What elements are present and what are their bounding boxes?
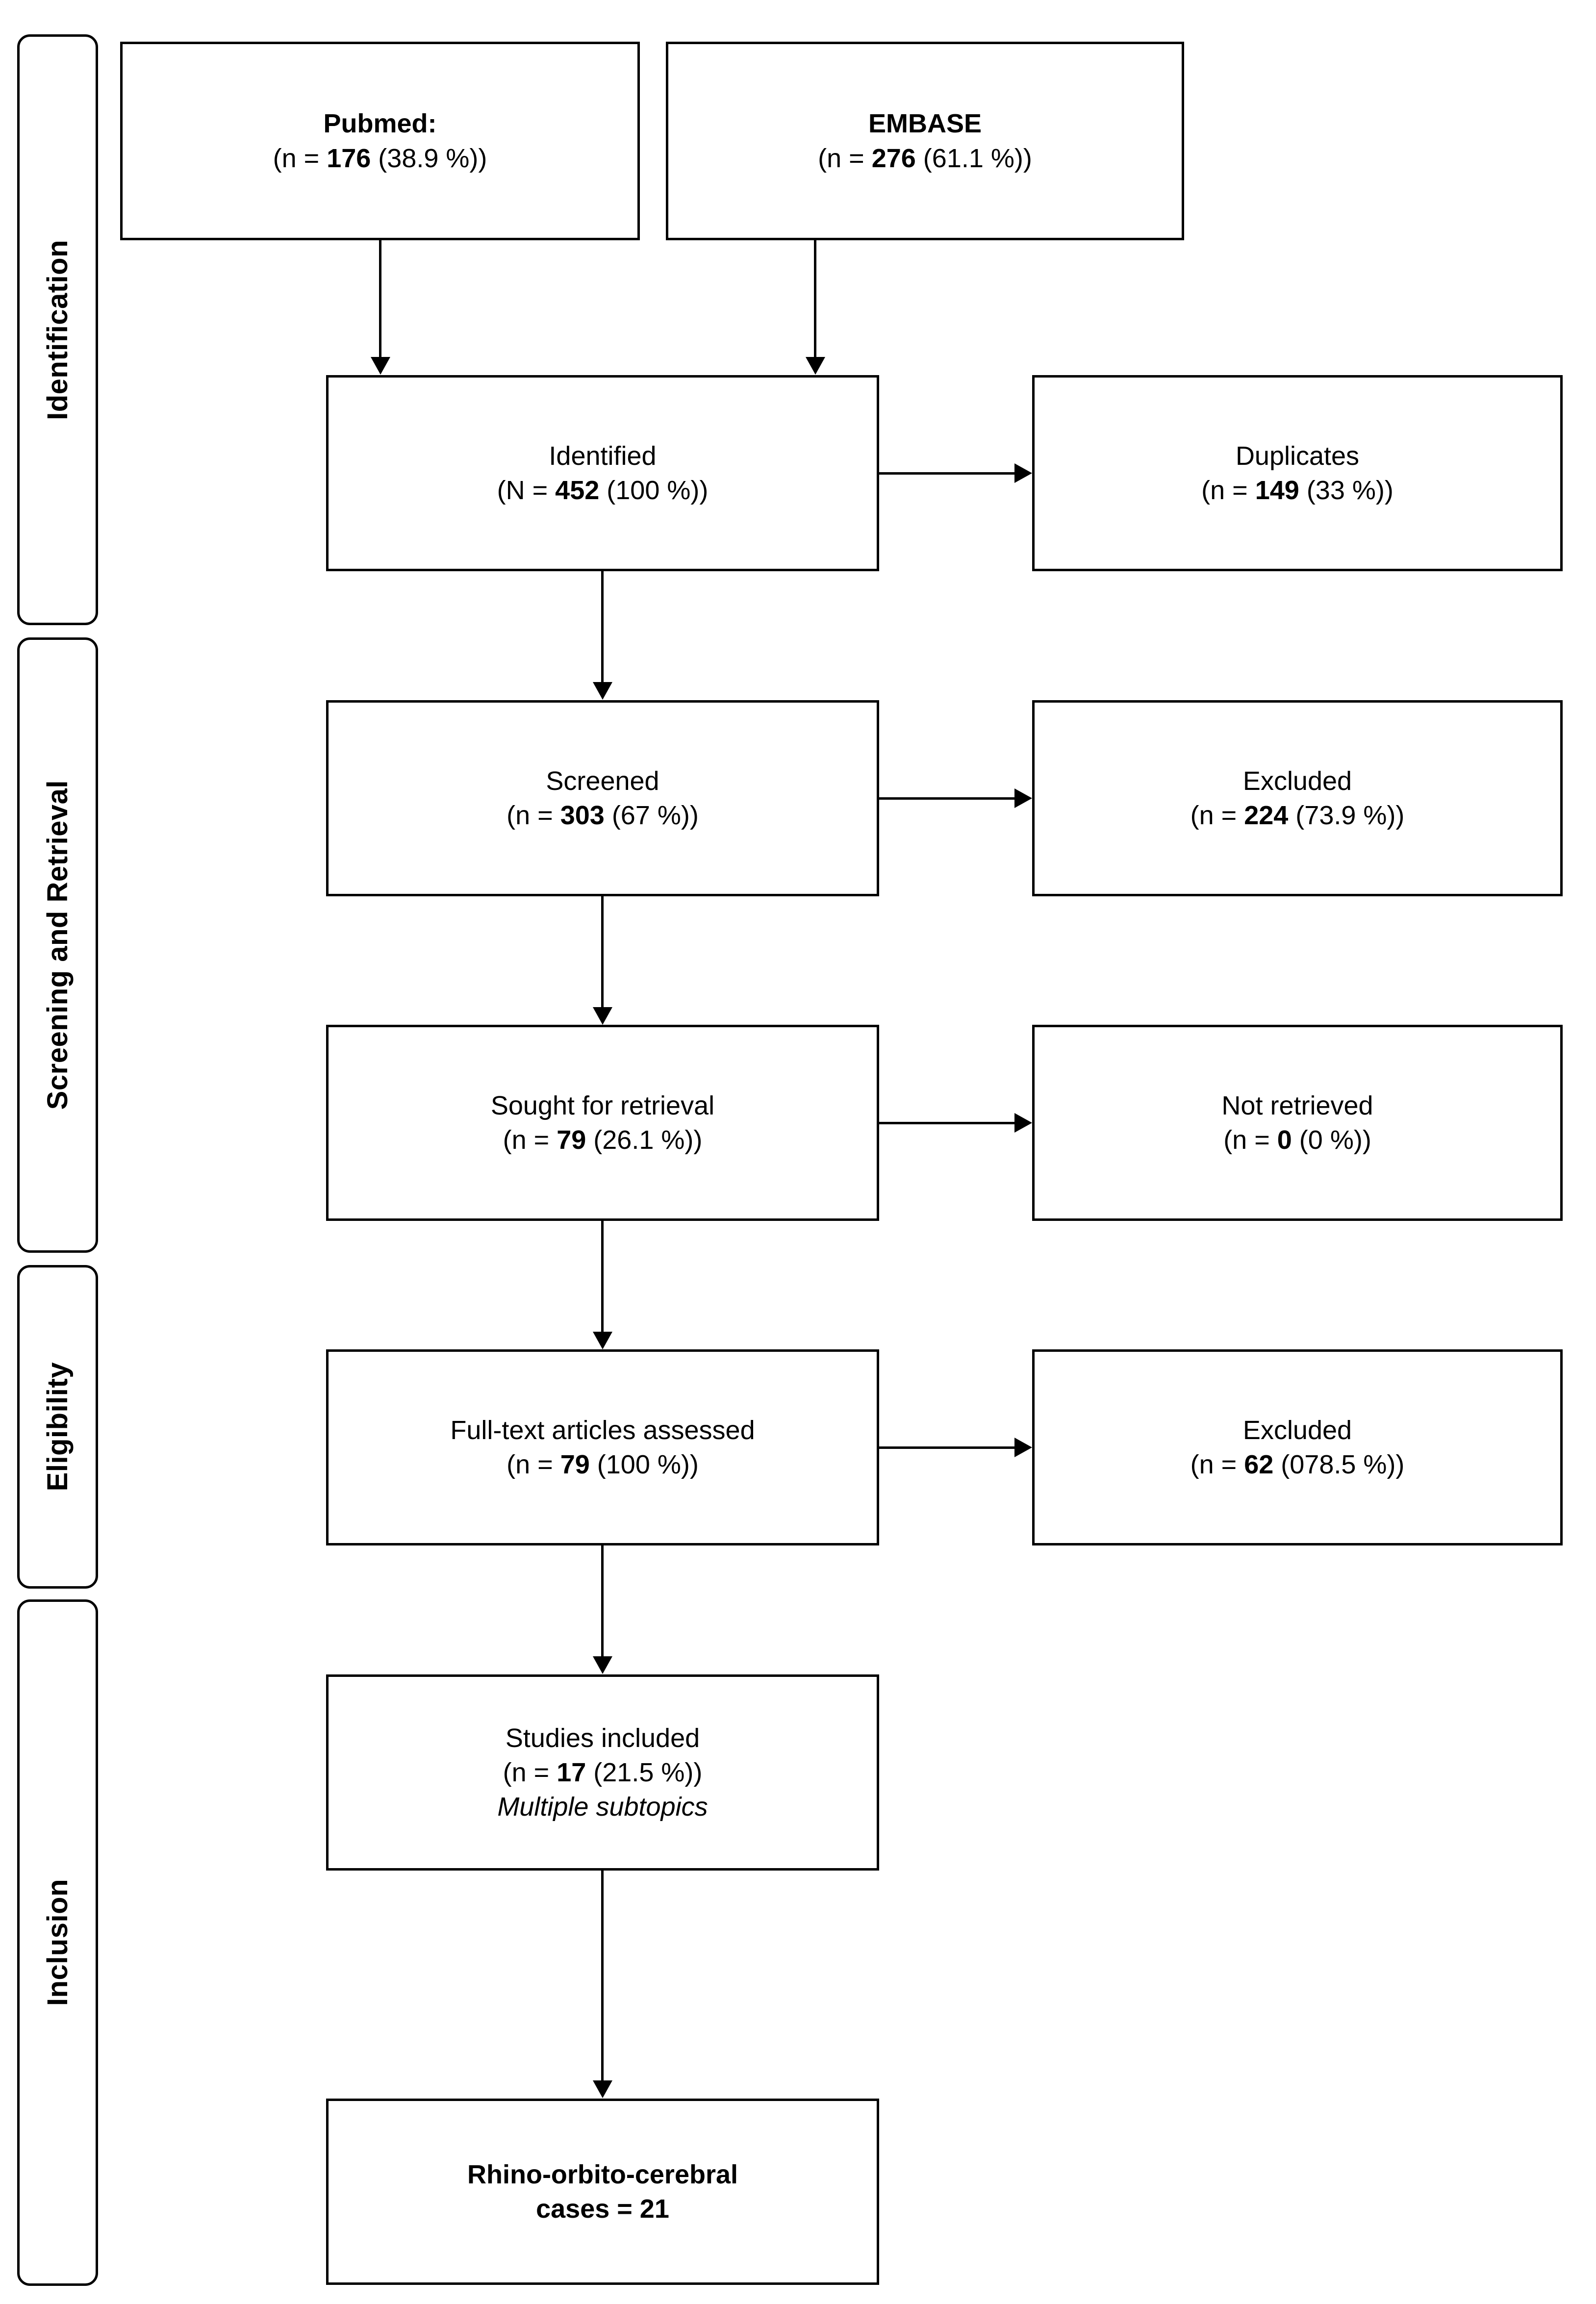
arrowhead-included-to-final [593,2080,612,2098]
arrowhead-identified-to-duplicates [1014,463,1032,483]
box-excluded-screening: Excluded (n = 224 (73.9 %)) [1032,700,1563,896]
box-final-count: cases = 21 [536,2194,669,2224]
box-final-title: Rhino-orbito-cerebral [467,2159,738,2189]
box-studies-included-count: (n = 17 (21.5 %)) [503,1757,703,1787]
box-identified: Identified (N = 452 (100 %)) [326,375,879,571]
box-sought-for-retrieval: Sought for retrieval (n = 79 (26.1 %)) [326,1025,879,1221]
box-fulltext-assessed: Full-text articles assessed (n = 79 (100… [326,1349,879,1545]
box-studies-included-note: Multiple subtopics [497,1792,708,1822]
box-excluded-eligibility: Excluded (n = 62 (078.5 %)) [1032,1349,1563,1545]
box-fulltext-assessed-title: Full-text articles assessed [450,1415,755,1445]
box-studies-included-title: Studies included [505,1723,700,1753]
stage-pill-screening-and-retrieval: Screening and Retrieval [17,637,98,1253]
box-excluded-screening-count: (n = 224 (73.9 %)) [1190,801,1405,830]
connector-fulltext-to-excluded [879,1446,1015,1449]
stage-pill-inclusion: Inclusion [17,1599,98,2286]
box-excluded-eligibility-title: Excluded [1242,1415,1352,1445]
connector-fulltext-to-included [601,1545,604,1657]
arrowhead-identified-to-screened [593,682,612,700]
box-identified-count: (N = 452 (100 %)) [497,476,709,505]
connector-identified-to-duplicates [879,472,1015,475]
stage-label-eligibility: Eligibility [41,1362,74,1492]
box-identified-title: Identified [549,441,657,471]
connector-sought-to-fulltext [601,1221,604,1333]
box-not-retrieved-count: (n = 0 (0 %)) [1223,1125,1371,1155]
arrowhead-sought-to-fulltext [593,1332,612,1349]
arrowhead-sought-to-not-retrieved [1014,1113,1032,1133]
connector-pubmed-to-identified [379,240,381,358]
connector-identified-to-screened [601,571,604,683]
box-pubmed: Pubmed: (n = 176 (38.9 %)) [120,42,640,240]
arrowhead-embase-to-identified [806,357,825,375]
arrowhead-pubmed-to-identified [371,357,390,375]
box-sought-for-retrieval-title: Sought for retrieval [490,1090,715,1120]
box-rhino-orbito-cerebral-cases: Rhino-orbito-cerebral cases = 21 [326,2099,879,2285]
connector-screened-to-excluded [879,797,1015,800]
stage-label-screening-and-retrieval: Screening and Retrieval [41,780,74,1110]
box-sought-for-retrieval-count: (n = 79 (26.1 %)) [503,1125,703,1155]
stage-pill-identification: Identification [17,34,98,625]
connector-embase-to-identified [814,240,816,358]
box-pubmed-title: Pubmed: [323,109,437,139]
connector-screened-to-sought [601,896,604,1008]
connector-sought-to-not-retrieved [879,1122,1015,1124]
arrowhead-fulltext-to-excluded [1014,1438,1032,1457]
box-embase-title: EMBASE [868,109,982,139]
arrowhead-fulltext-to-included [593,1656,612,1674]
arrowhead-screened-to-excluded [1014,788,1032,808]
connector-included-to-final [601,1871,604,2081]
box-fulltext-assessed-count: (n = 79 (100 %)) [507,1450,699,1479]
box-screened-title: Screened [546,766,659,796]
box-duplicates: Duplicates (n = 149 (33 %)) [1032,375,1563,571]
box-studies-included: Studies included (n = 17 (21.5 %)) Multi… [326,1674,879,1871]
stage-label-identification: Identification [41,239,74,420]
box-embase: EMBASE (n = 276 (61.1 %)) [666,42,1184,240]
box-duplicates-count: (n = 149 (33 %)) [1201,476,1393,505]
box-pubmed-count: (n = 176 (38.9 %)) [273,143,487,173]
box-excluded-screening-title: Excluded [1242,766,1352,796]
box-not-retrieved: Not retrieved (n = 0 (0 %)) [1032,1025,1563,1221]
arrowhead-screened-to-sought [593,1007,612,1025]
stage-label-inclusion: Inclusion [41,1879,74,2006]
box-duplicates-title: Duplicates [1235,441,1360,471]
box-not-retrieved-title: Not retrieved [1221,1090,1373,1120]
stage-pill-eligibility: Eligibility [17,1265,98,1589]
box-embase-count: (n = 276 (61.1 %)) [818,143,1032,173]
box-excluded-eligibility-count: (n = 62 (078.5 %)) [1190,1450,1405,1479]
box-screened-count: (n = 303 (67 %)) [507,801,699,830]
box-screened: Screened (n = 303 (67 %)) [326,700,879,896]
